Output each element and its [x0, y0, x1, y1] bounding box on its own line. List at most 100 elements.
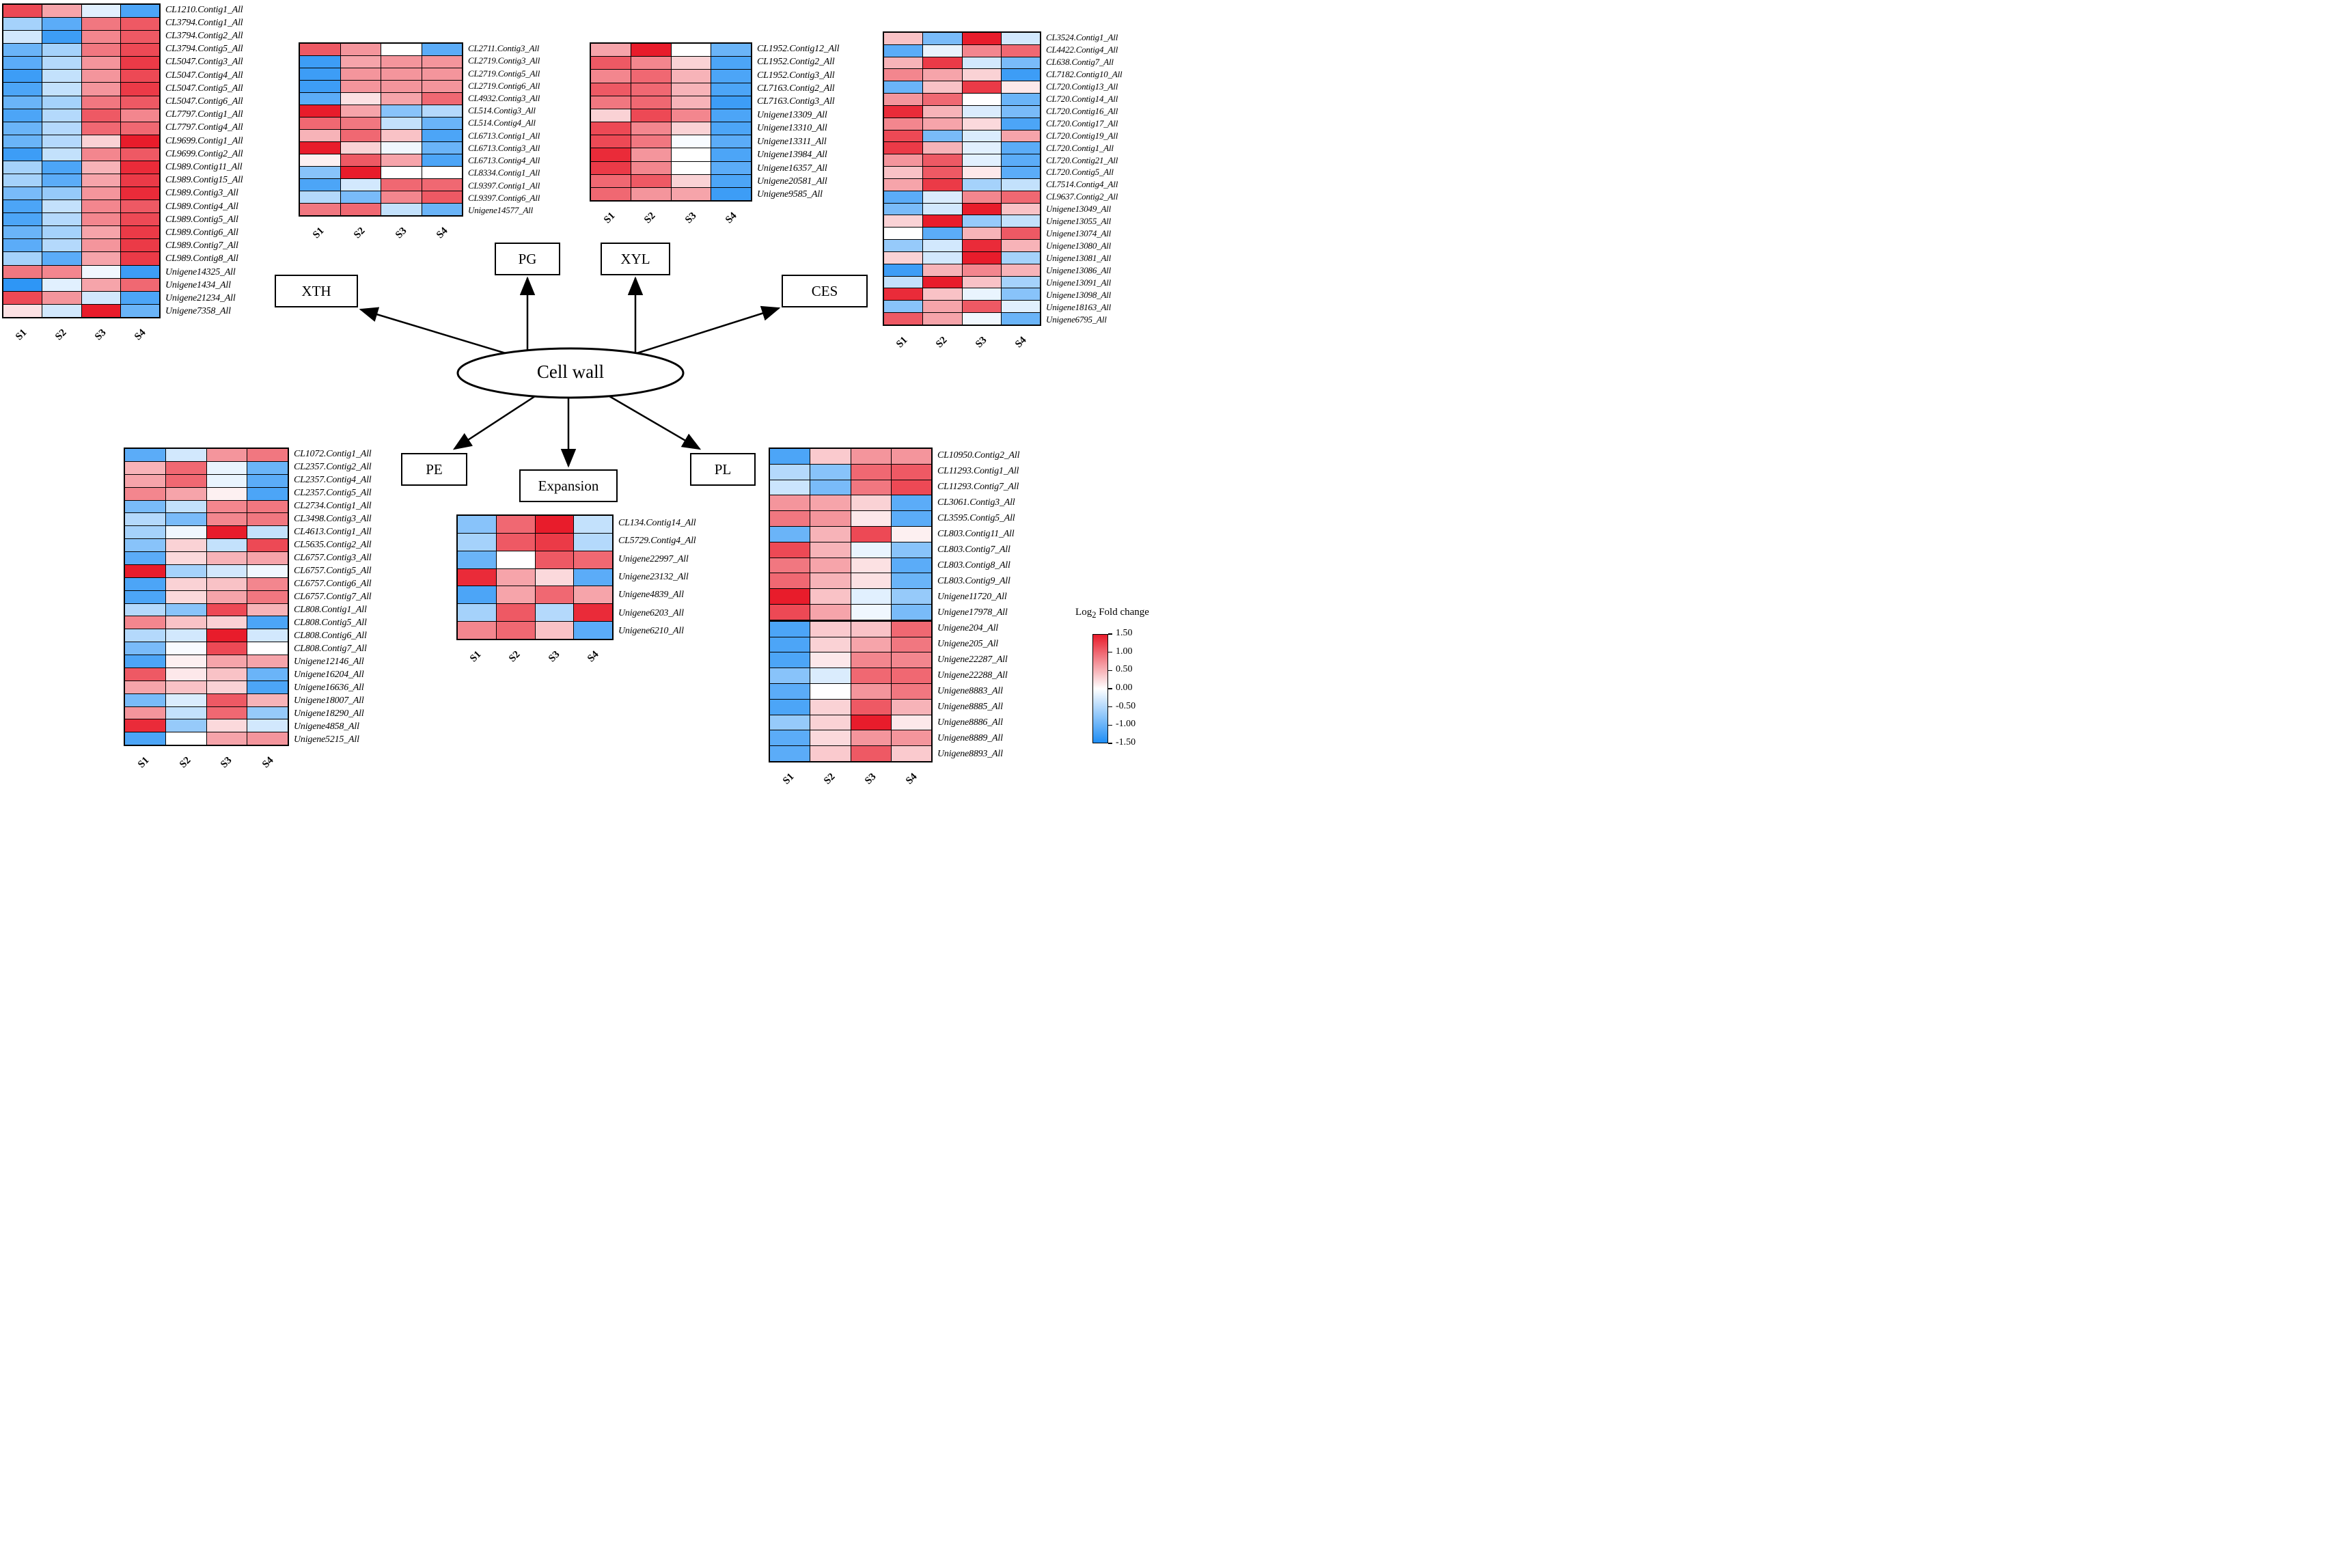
- heatmap-cell: [591, 135, 631, 148]
- heatmap-cell: [3, 265, 43, 278]
- heatmap-cell: [125, 680, 166, 693]
- heatmap-row: [125, 474, 288, 488]
- heatmap-row: [3, 239, 159, 253]
- heatmap-row: [3, 213, 159, 227]
- colorbar-tick-label: 1.00: [1116, 646, 1133, 657]
- heatmap-row: [884, 118, 1040, 130]
- heatmap-cell: [247, 513, 288, 526]
- gene-label: CL5047.Contig6_All: [165, 96, 243, 107]
- gene-label: CL9637.Contig2_All: [1046, 191, 1118, 202]
- node-box-expansion: Expansion: [519, 469, 618, 502]
- heatmap-cell: [574, 533, 612, 551]
- heatmap-cell: [1001, 33, 1040, 44]
- heatmap-cell: [300, 118, 341, 129]
- heatmap-cell: [962, 203, 1002, 215]
- heatmap-cell: [770, 449, 811, 464]
- gene-label: Unigene6795_All: [1046, 314, 1107, 325]
- heatmap-cell: [851, 495, 892, 511]
- colorbar-tick-mark: [1108, 706, 1112, 708]
- gene-label: CL989.Contig3_All: [165, 188, 238, 199]
- heatmap-row: [884, 69, 1040, 82]
- heatmap-row: [300, 93, 462, 105]
- heatmap-cell: [535, 586, 575, 604]
- heatmap-cell: [3, 57, 43, 70]
- heatmap-row: [300, 179, 462, 191]
- heatmap-cell: [591, 174, 631, 187]
- gene-label: CL514.Contig4_All: [468, 118, 536, 128]
- node-box-ces: CES: [782, 275, 868, 307]
- heatmap-cell: [770, 480, 811, 495]
- heatmap-cell: [810, 746, 851, 761]
- heatmap-cell: [1001, 228, 1040, 240]
- heatmap-cell: [884, 288, 924, 301]
- heatmap-cell: [3, 5, 43, 18]
- gene-label: Unigene14325_All: [165, 266, 236, 277]
- heatmap-cell: [884, 57, 924, 69]
- gene-label: CL7182.Contig10_All: [1046, 68, 1123, 79]
- heatmap-cell: [3, 278, 43, 291]
- heatmap-cell: [422, 118, 462, 129]
- gene-label: Unigene21234_All: [165, 293, 236, 304]
- heatmap-cell: [206, 500, 248, 513]
- sample-axis-label: S4: [1013, 334, 1029, 350]
- heatmap-cell: [962, 57, 1002, 69]
- heatmap-cell: [891, 637, 931, 652]
- heatmap-row: [3, 252, 159, 266]
- heatmap-cell: [891, 542, 931, 558]
- heatmap-cell: [535, 568, 575, 586]
- gene-label: Unigene16204_All: [294, 669, 364, 680]
- node-box-pl-label: PL: [714, 460, 732, 478]
- heatmap-cell: [591, 109, 631, 122]
- heatmap-cell: [711, 57, 751, 70]
- heatmap-cell: [711, 174, 751, 187]
- heatmap-cell: [300, 93, 341, 105]
- heatmap-cell: [422, 105, 462, 117]
- heatmap-cell: [851, 604, 892, 620]
- heatmap-cell: [1001, 276, 1040, 288]
- heatmap-cell: [42, 122, 82, 135]
- heatmap-cell: [962, 130, 1002, 142]
- gene-label: CL3524.Contig1_All: [1046, 31, 1118, 42]
- heatmap-cell: [125, 629, 166, 642]
- heatmap-cell: [631, 161, 672, 174]
- gene-label: CL2734.Contig1_All: [294, 500, 372, 511]
- heatmap-cell: [458, 551, 497, 568]
- heatmap-cell: [340, 130, 381, 141]
- gene-label: Unigene13309_All: [757, 109, 827, 120]
- node-box-pg: PG: [495, 243, 560, 275]
- heatmap-row: [770, 699, 931, 715]
- heatmap-row: [3, 304, 159, 317]
- heatmap-cell: [125, 719, 166, 732]
- heatmap-cell: [381, 191, 422, 203]
- heatmap-cell: [884, 154, 924, 167]
- heatmap-cell: [1001, 301, 1040, 313]
- heatmap-cell: [206, 616, 248, 629]
- heatmap-cell: [770, 715, 811, 730]
- heatmap-cell: [81, 5, 121, 18]
- heatmap-cell: [247, 642, 288, 655]
- gene-label: Unigene8883_All: [937, 686, 1003, 697]
- heatmap-cell: [891, 558, 931, 573]
- heatmap-cell: [422, 191, 462, 203]
- heatmap-cell: [165, 577, 207, 590]
- heatmap-cell: [810, 449, 851, 464]
- gene-label: Unigene13086_All: [1046, 265, 1112, 276]
- gene-label: CL989.Contig5_All: [165, 214, 238, 225]
- heatmap-cell: [165, 539, 207, 551]
- gene-label: CL1952.Contig12_All: [757, 43, 840, 54]
- heatmap-cell: [631, 174, 672, 187]
- heatmap-cell: [42, 148, 82, 161]
- gene-label: CL6757.Contig7_All: [294, 591, 372, 602]
- gene-label: CL6713.Contig3_All: [468, 142, 540, 153]
- heatmap-row: [300, 68, 462, 81]
- heatmap-cell: [120, 83, 159, 96]
- heatmap-cell: [458, 533, 497, 551]
- heatmap-cell: [125, 642, 166, 655]
- gene-label: CL5047.Contig4_All: [165, 70, 243, 81]
- heatmap-cell: [851, 558, 892, 573]
- heatmap-row: [884, 105, 1040, 118]
- heatmap-row: [3, 96, 159, 109]
